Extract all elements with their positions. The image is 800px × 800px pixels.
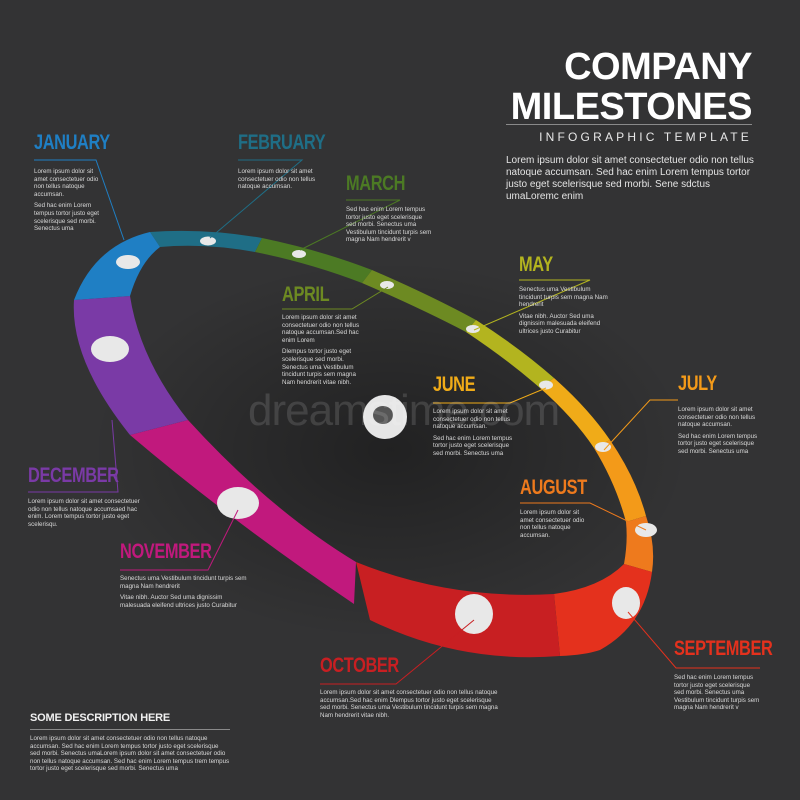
marker-april-icon: [380, 281, 394, 289]
connector-may: [473, 279, 591, 331]
marker-september-icon: [612, 587, 640, 619]
page-title-line1: COMPANY: [564, 46, 752, 88]
month-text-september: Sed hac enim Lorem tempus tortor justo e…: [674, 674, 760, 712]
month-text-july: Lorem ipsum dolor sit amet consectetuer …: [678, 406, 758, 455]
center-icon: [373, 406, 393, 424]
marker-icons: [91, 236, 657, 634]
connector-february: [209, 159, 304, 239]
month-title-september: SEPTEMBER: [674, 637, 773, 660]
connector-march: [299, 199, 401, 251]
marker-may-icon: [466, 325, 480, 333]
month-text-february: Lorem ipsum dolor sit amet consectetuer …: [238, 168, 316, 191]
description-text: Lorem ipsum dolor sit amet consectetuer …: [30, 735, 230, 773]
connector-december: [28, 419, 119, 493]
month-text-may: Senectus uma Vestibulum tincidunt turpis…: [519, 286, 608, 335]
connector-july: [603, 399, 678, 451]
month-title-july: JULY: [678, 372, 717, 395]
month-text-october: Lorem ipsum dolor sit amet consectetuer …: [320, 689, 498, 719]
month-title-october: OCTOBER: [320, 654, 399, 677]
marker-february-icon: [200, 236, 216, 246]
month-title-december: DECEMBER: [28, 464, 119, 487]
watermark: dreamstime.com: [248, 386, 560, 435]
segment-september: [554, 564, 652, 656]
segment-may: [466, 320, 554, 388]
description-divider: [30, 729, 230, 730]
marker-june-icon: [539, 380, 553, 390]
month-title-april: APRIL: [282, 283, 330, 306]
segment-march: [255, 238, 372, 283]
connector-september: [627, 611, 760, 669]
connector-august: [520, 502, 647, 531]
month-title-february: FEBRUARY: [238, 131, 326, 154]
month-title-november: NOVEMBER: [120, 540, 212, 563]
segment-january: [74, 232, 160, 300]
month-text-january: Lorem ipsum dolor sit amet consectetuer …: [34, 168, 100, 233]
month-text-march: Sed hac enim Lorem tempus tortor justo e…: [346, 206, 432, 244]
segment-june: [540, 378, 610, 448]
segment-july: [594, 440, 646, 522]
title-divider: [506, 124, 752, 125]
page-subtitle: INFOGRAPHIC TEMPLATE: [539, 130, 752, 144]
month-text-june: Lorem ipsum dolor sit amet consectetuer …: [433, 408, 513, 457]
connector-november: [120, 509, 239, 571]
page-title-line2: MILESTONES: [510, 86, 753, 128]
marker-march-icon: [292, 250, 306, 258]
month-text-august: Lorem ipsum dolor sit amet consectetuer …: [520, 509, 585, 539]
month-title-january: JANUARY: [34, 131, 110, 154]
connector-june: [433, 387, 547, 404]
month-text-november: Senectus uma Vestibulum tincidunt turpis…: [120, 575, 247, 609]
marker-november-icon: [217, 487, 259, 519]
marker-july-icon: [595, 442, 611, 452]
month-title-august: AUGUST: [520, 476, 587, 499]
segment-december: [73, 296, 188, 435]
ring-shadow: [90, 260, 690, 640]
month-title-march: MARCH: [346, 172, 406, 195]
month-text-april: Lorem ipsum dolor sit amet consectetuer …: [282, 314, 360, 386]
connector-april: [282, 286, 389, 310]
month-title-may: MAY: [519, 253, 553, 276]
intro-text: Lorem ipsum dolor sit amet consectetuer …: [506, 155, 754, 202]
connector-january: [34, 159, 125, 241]
connector-october: [320, 619, 475, 685]
month-title-june: JUNE: [433, 373, 476, 396]
description-title: SOME DESCRIPTION HERE: [30, 712, 171, 724]
marker-october-icon: [455, 594, 493, 634]
month-text-december: Lorem ipsum dolor sit amet consectetuer …: [28, 498, 140, 528]
marker-january-icon: [116, 255, 140, 269]
marker-december-icon: [91, 336, 129, 362]
